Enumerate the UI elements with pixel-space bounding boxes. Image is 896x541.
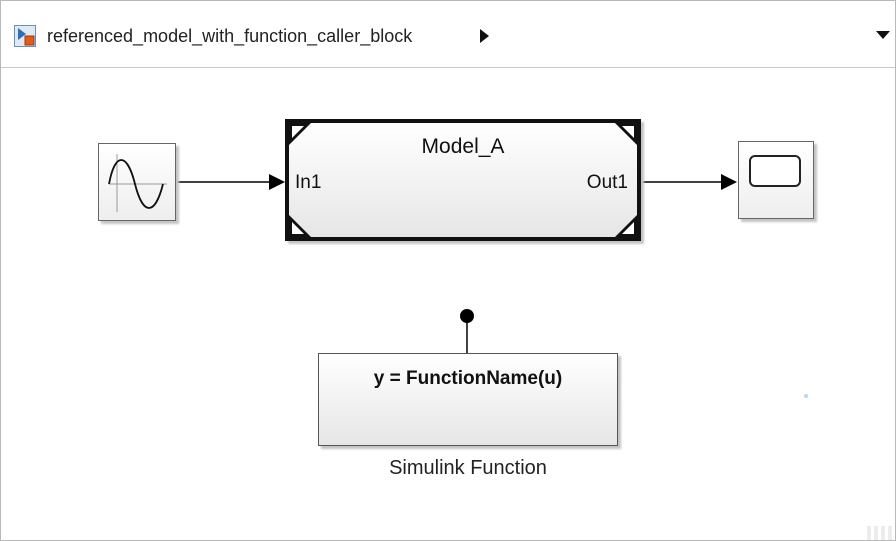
corner-triangle-icon (289, 215, 311, 237)
sine-wave-block[interactable] (98, 143, 176, 221)
simulink-function-label: Simulink Function (389, 457, 547, 479)
arrowhead-icon (721, 174, 737, 190)
function-port-dot-icon (460, 309, 474, 323)
sine-wave-icon (108, 154, 167, 212)
canvas-dot (804, 394, 808, 398)
signal-lines (177, 174, 808, 398)
chevron-right-icon[interactable] (480, 29, 489, 43)
breadcrumb-model-name[interactable]: referenced_model_with_function_caller_bl… (47, 26, 413, 46)
model-canvas[interactable]: Model_A In1 Out1 y = FunctionName(u) Sim… (1, 68, 895, 540)
input-port-label: In1 (295, 172, 322, 193)
function-signature: y = FunctionName(u) (373, 368, 563, 389)
arrowhead-icon (269, 174, 285, 190)
corner-triangle-icon (615, 123, 637, 145)
corner-triangle-icon (615, 215, 637, 237)
resize-grip-icon[interactable] (865, 526, 893, 540)
output-port-label: Out1 (586, 172, 628, 193)
model-reference-block[interactable]: Model_A In1 Out1 (285, 119, 641, 241)
explorer-bar: referenced_model_with_function_caller_bl… (1, 1, 895, 68)
scope-icon (749, 155, 801, 187)
corner-triangle-icon (289, 123, 311, 145)
model-block-name: Model_A (421, 135, 505, 158)
chevron-down-icon[interactable] (876, 31, 890, 39)
scope-block[interactable] (738, 141, 814, 219)
simulink-model-icon[interactable] (14, 25, 36, 47)
simulink-function-block[interactable]: y = FunctionName(u) (318, 353, 618, 446)
